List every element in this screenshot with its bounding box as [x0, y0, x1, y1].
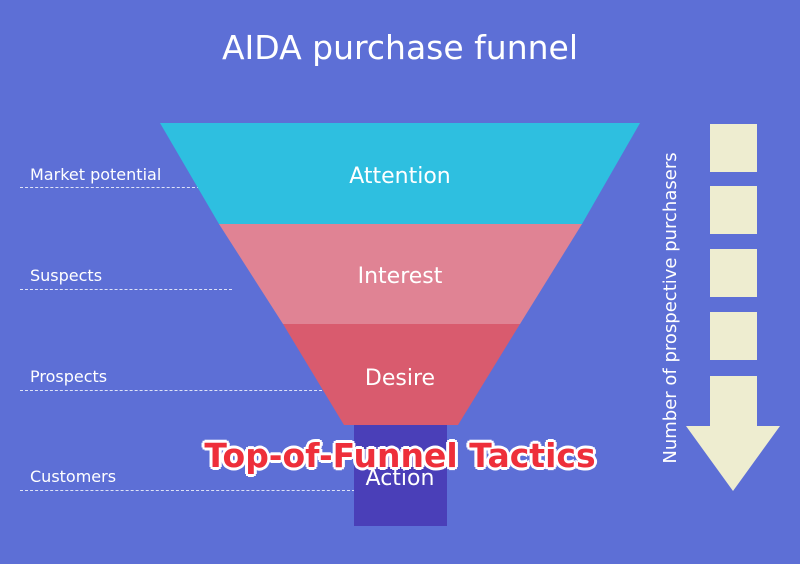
- side-label-market-potential: Market potential: [30, 165, 162, 184]
- dashed-line-suspects: [20, 289, 232, 290]
- stage-label-action: Action: [366, 466, 435, 491]
- arrow-block-2: [710, 186, 757, 234]
- funnel-stage-interest: [219, 224, 582, 324]
- stage-label-attention: Attention: [349, 164, 451, 189]
- funnel-stage-action: [354, 425, 447, 526]
- funnel-stage-attention: [160, 123, 640, 224]
- diagram-title: AIDA purchase funnel: [221, 28, 578, 67]
- dashed-line-prospects: [20, 390, 332, 391]
- axis-label-prospective-purchasers: Number of prospective purchasers: [660, 152, 681, 464]
- side-label-suspects: Suspects: [30, 266, 103, 285]
- arrow-block-3: [710, 249, 757, 297]
- arrow-block-1: [710, 124, 757, 172]
- funnel-stage-desire: [283, 324, 520, 425]
- down-arrow-icon: [686, 124, 780, 491]
- overlay-banner-text: Top-of-Funnel Tactics: [204, 436, 596, 475]
- arrow-head: [686, 376, 780, 491]
- arrow-block-4: [710, 312, 757, 360]
- stage-label-desire: Desire: [365, 366, 435, 391]
- dashed-line-market-potential: [20, 187, 200, 188]
- stage-label-interest: Interest: [358, 264, 443, 289]
- side-label-prospects: Prospects: [30, 367, 108, 386]
- dashed-line-customers: [20, 490, 355, 491]
- side-label-customers: Customers: [30, 467, 117, 486]
